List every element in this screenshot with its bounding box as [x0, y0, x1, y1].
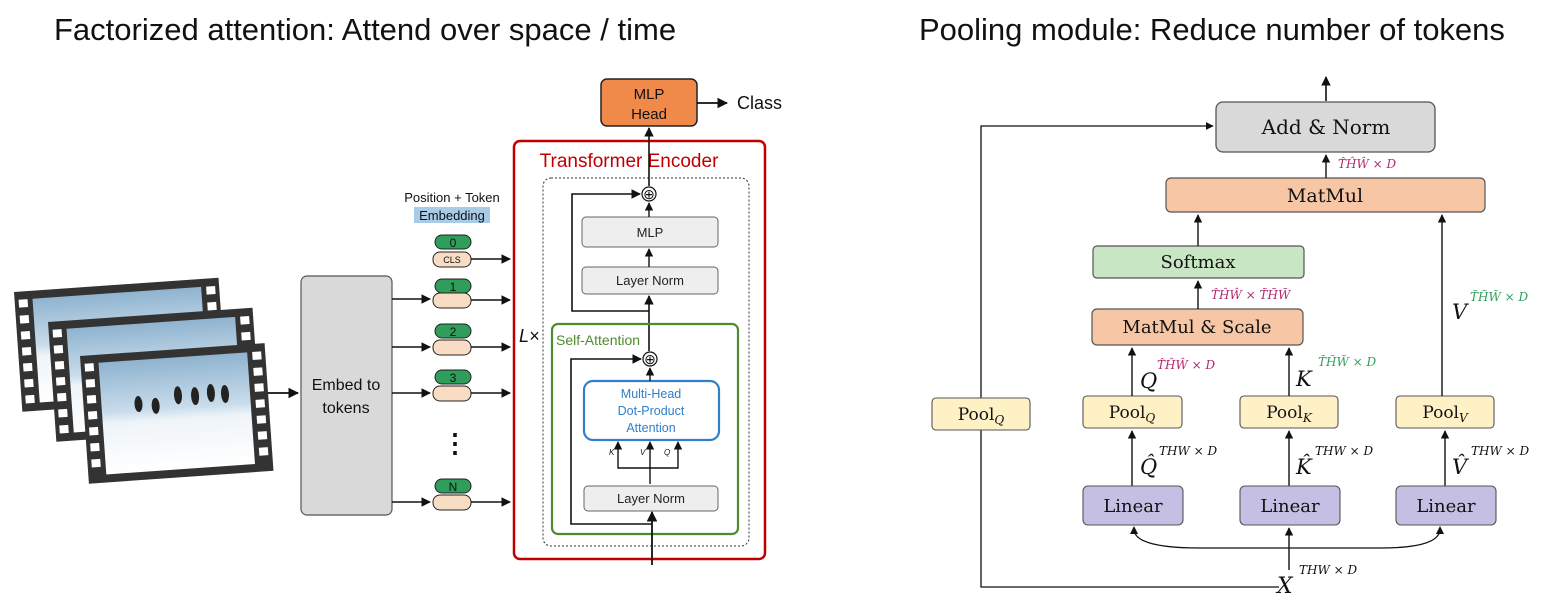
- token-3-label: 3: [450, 371, 457, 385]
- right-panel-title: Pooling module: Reduce number of tokens: [919, 12, 1505, 47]
- mhsa-line2: Dot-Product: [618, 404, 685, 418]
- qkv-label-k: K: [609, 448, 615, 457]
- dim-attention: T̂ĤŴ × T̃H̃W̃: [1211, 287, 1292, 302]
- input-fanout-curve: [1133, 528, 1441, 549]
- fanout-arrowhead-q: [1130, 526, 1138, 534]
- residual-add-top: [641, 186, 657, 202]
- qkv-arrows: [613, 441, 683, 484]
- linear-k-label: Linear: [1260, 496, 1320, 517]
- token-2-label: 2: [450, 325, 457, 339]
- x-dim: THW × D: [1299, 563, 1357, 577]
- embed-to-token-arrows: [392, 294, 431, 507]
- residual-loop-bottom: [570, 354, 652, 525]
- q-dim: T̂ĤŴ × D: [1157, 357, 1215, 372]
- pool-k-label: PoolK: [1266, 403, 1313, 425]
- video-frames-image: [14, 277, 274, 484]
- v-symbol: V: [1452, 300, 1469, 324]
- pool-v-box: [1395, 395, 1495, 429]
- token-to-encoder-arrows: [471, 254, 511, 507]
- mlp-head-line1: MLP: [634, 86, 665, 103]
- linear-q-label: Linear: [1103, 496, 1163, 517]
- residual-add-bottom-symbol: ⊕: [644, 351, 656, 367]
- left-panel-title: Factorized attention: Attend over space …: [54, 12, 676, 47]
- residual-add-top-symbol: ⊕: [643, 186, 655, 202]
- mhsa-line3: Attention: [626, 421, 675, 435]
- k-symbol: K: [1295, 367, 1313, 391]
- embedding-highlight: [414, 207, 490, 223]
- self-attention-box: [550, 322, 740, 536]
- token-1: 1: [432, 278, 472, 309]
- linear-q-box: [1082, 485, 1184, 526]
- pool-v-label: PoolV: [1422, 403, 1469, 425]
- v-dim: T̃H̃W̃ × D: [1470, 289, 1528, 304]
- qhat-symbol: Q̂: [1140, 455, 1157, 479]
- mlp-label: MLP: [637, 225, 664, 240]
- class-label: Class: [737, 93, 782, 113]
- add-norm-label: Add & Norm: [1261, 115, 1391, 139]
- mhsa-line1: Multi-Head: [621, 387, 681, 401]
- mhsa-box: [582, 379, 721, 442]
- softmax-label: Softmax: [1160, 252, 1235, 273]
- layer-norm-top-box: [581, 266, 719, 295]
- mlp-head-line2: Head: [631, 106, 667, 123]
- layer-norm-top-label: Layer Norm: [616, 273, 684, 288]
- token-n-label: N: [449, 480, 458, 494]
- pool-q-skip-label: PoolQ: [958, 405, 1005, 427]
- token-3: 3: [432, 369, 472, 402]
- embed-to-tokens-box: [300, 275, 393, 516]
- vhat-dim: THW × D: [1471, 444, 1529, 458]
- x-symbol: X: [1275, 574, 1294, 599]
- linear-v-box: [1395, 485, 1497, 526]
- matmul-label: MatMul: [1287, 185, 1363, 207]
- linear-k-box: [1239, 485, 1341, 526]
- pool-q-label: PoolQ: [1109, 403, 1156, 425]
- token-1-label: 1: [450, 280, 457, 294]
- k-dim: T̃H̃W̃ × D: [1318, 354, 1376, 369]
- dim-matmul-out: T̂ĤŴ × D: [1338, 156, 1396, 171]
- cls-label: CLS: [443, 255, 461, 265]
- skip-connection-line: [980, 122, 1279, 588]
- vhat-symbol: V̂: [1452, 455, 1469, 479]
- position-token-label-line2: Embedding: [419, 208, 485, 223]
- pool-q-skip-box: [931, 397, 1031, 431]
- add-norm-box: [1215, 101, 1436, 153]
- matmul-scale-label: MatMul & Scale: [1122, 317, 1271, 338]
- token-0: 0 CLS: [432, 234, 472, 268]
- position-token-label-line1: Position + Token: [404, 190, 500, 205]
- token-ellipsis: ⋮: [442, 428, 468, 458]
- embed-box-label-line1: Embed to: [312, 377, 381, 394]
- qkv-label-q: Q: [664, 448, 670, 457]
- transformer-encoder-box: [512, 139, 767, 561]
- linear-v-label: Linear: [1416, 496, 1476, 517]
- transformer-encoder-title: Transformer Encoder: [540, 151, 719, 172]
- residual-loop-top: [571, 189, 649, 312]
- khat-dim: THW × D: [1315, 444, 1373, 458]
- layer-norm-bottom-label: Layer Norm: [617, 491, 685, 506]
- self-attention-label: Self-Attention: [556, 332, 640, 348]
- token-2: 2: [432, 323, 472, 356]
- fanout-arrowhead-v: [1436, 526, 1444, 534]
- q-symbol: Q: [1140, 369, 1157, 393]
- qkv-label-v: V: [640, 448, 646, 457]
- embed-box-label-line2: tokens: [322, 400, 369, 417]
- khat-symbol: K̂: [1295, 455, 1313, 479]
- token-0-label: 0: [450, 236, 457, 250]
- token-n: N: [432, 478, 472, 511]
- mlp-box: [581, 216, 719, 248]
- encoder-block-dotted: [542, 177, 750, 547]
- residual-add-bottom: [642, 351, 658, 367]
- repeat-label: L×: [519, 326, 540, 346]
- qhat-dim: THW × D: [1159, 444, 1217, 458]
